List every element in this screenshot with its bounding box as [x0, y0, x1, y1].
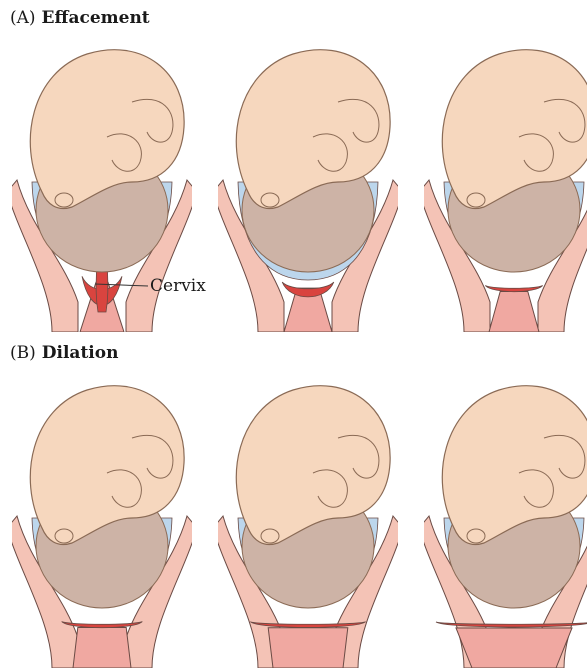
fetal-ear	[261, 529, 279, 543]
fetal-ear	[55, 193, 73, 207]
dilation-stage-1	[12, 368, 192, 668]
dilation-stage-2	[218, 368, 398, 668]
fetal-ear	[467, 529, 485, 543]
fetal-ear	[467, 193, 485, 207]
fetal-ear	[55, 529, 73, 543]
fetal-ear	[261, 193, 279, 207]
section-title-dilation: (B) Dilation	[10, 343, 118, 363]
birth-canal	[456, 628, 572, 668]
effacement-stage-3	[424, 32, 587, 332]
birth-canal	[489, 292, 539, 332]
birth-canal	[73, 628, 131, 668]
effacement-stage-2	[218, 32, 398, 332]
birth-canal	[268, 628, 348, 668]
section-title-effacement: (A) Effacement	[10, 8, 150, 28]
cervix	[485, 286, 542, 292]
cervix	[282, 282, 334, 297]
section-letter-a: (A)	[10, 8, 36, 28]
dilation-stage-3	[424, 368, 587, 668]
section-letter-b: (B)	[10, 343, 36, 363]
cervix-label: Cervix	[150, 276, 206, 296]
section-word-dilation: Dilation	[42, 343, 119, 363]
section-word-effacement: Effacement	[42, 8, 150, 28]
